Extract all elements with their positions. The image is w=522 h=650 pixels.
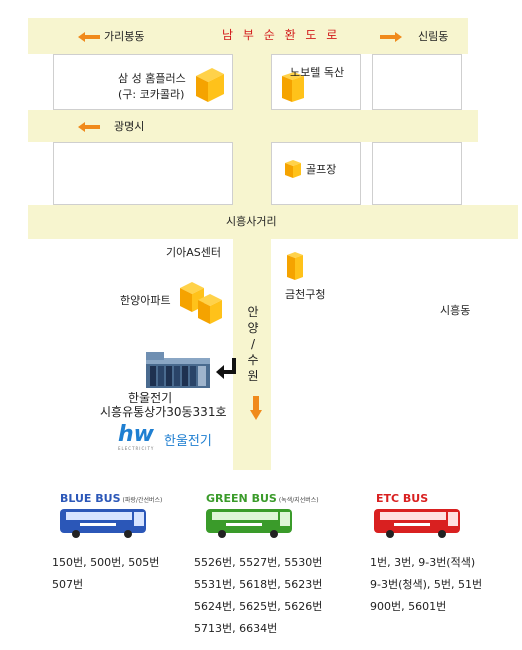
arrow-left-icon [78, 122, 100, 132]
apartment-building-icon [180, 282, 222, 324]
hanul-building-icon [146, 352, 210, 388]
top-road-name: 남 부 순 환 도 로 [222, 28, 341, 42]
arrow-right-icon [380, 32, 402, 42]
blue-bus-lines: 150번, 500번, 505번 507번 [52, 556, 160, 591]
logo-mark: hw [118, 422, 154, 447]
arrow-down-icon [250, 396, 262, 420]
turn-arrow-icon [216, 358, 236, 379]
etc-bus-lines: 1번, 3번, 9-3번(적색) 9-3번(청색), 5번, 51번 900번,… [370, 556, 483, 613]
kia-as-label: 기아AS센터 [166, 246, 221, 259]
location-map: 가리봉동 남 부 순 환 도 로 신림동 삼 성 홈플러스 (구: 코카콜라) … [28, 18, 518, 470]
hanyang-apt-label: 한양아파트 [120, 294, 171, 307]
building-icon [287, 252, 303, 280]
etc-bus-title: ETC BUS [376, 492, 429, 505]
to-gwangmyeong-label: 광명시 [114, 120, 145, 133]
siheung-road [28, 205, 518, 239]
hanul-address-label: 시흥유통상가30동331호 [100, 405, 227, 419]
to-sillim-label: 신림동 [418, 30, 449, 43]
bus-info: BLUE BUS(파랑/간선버스) 150번, 500번, 505번 507번 … [0, 480, 522, 650]
hanul-logo: hw ELECTRICITY 한울전기 [118, 424, 238, 452]
block-east-mid [372, 142, 462, 205]
green-bus-icon [206, 509, 292, 538]
building-icon [285, 160, 301, 178]
samsung-homeplus-label: 삼 성 홈플러스 [118, 72, 186, 85]
blue-bus-title: BLUE BUS(파랑/간선버스) [60, 492, 163, 505]
red-bus-icon [374, 509, 460, 538]
to-garibong-label: 가리봉동 [104, 30, 145, 43]
arrow-left-icon [78, 32, 100, 42]
samsung-homeplus-former-label: (구: 코카콜라) [118, 88, 185, 101]
blue-bus-icon [60, 509, 146, 538]
hanul-name-label: 한울전기 [128, 391, 173, 405]
siheung-dong-label: 시흥동 [440, 304, 471, 317]
block-east-top [372, 54, 462, 110]
green-bus-lines: 5526번, 5527번, 5530번 5531번, 5618번, 5623번 … [194, 556, 323, 635]
anyang-suwon-direction: 안 양 / 수 원 [247, 305, 259, 383]
building-icon [196, 68, 224, 102]
golf-label: 골프장 [306, 163, 337, 176]
vertical-road [233, 18, 271, 470]
block-west-mid [53, 142, 233, 205]
logo-text: 한울전기 [164, 434, 212, 449]
novotel-label: 노보텔 독산 [290, 66, 345, 79]
building-icon [282, 72, 304, 102]
geumcheon-office-label: 금천구청 [285, 288, 326, 301]
logo-subtext: ELECTRICITY [118, 446, 155, 451]
green-bus-title: GREEN BUS(녹색/지선버스) [206, 492, 319, 505]
siheung-intersection-label: 시흥사거리 [226, 215, 277, 228]
